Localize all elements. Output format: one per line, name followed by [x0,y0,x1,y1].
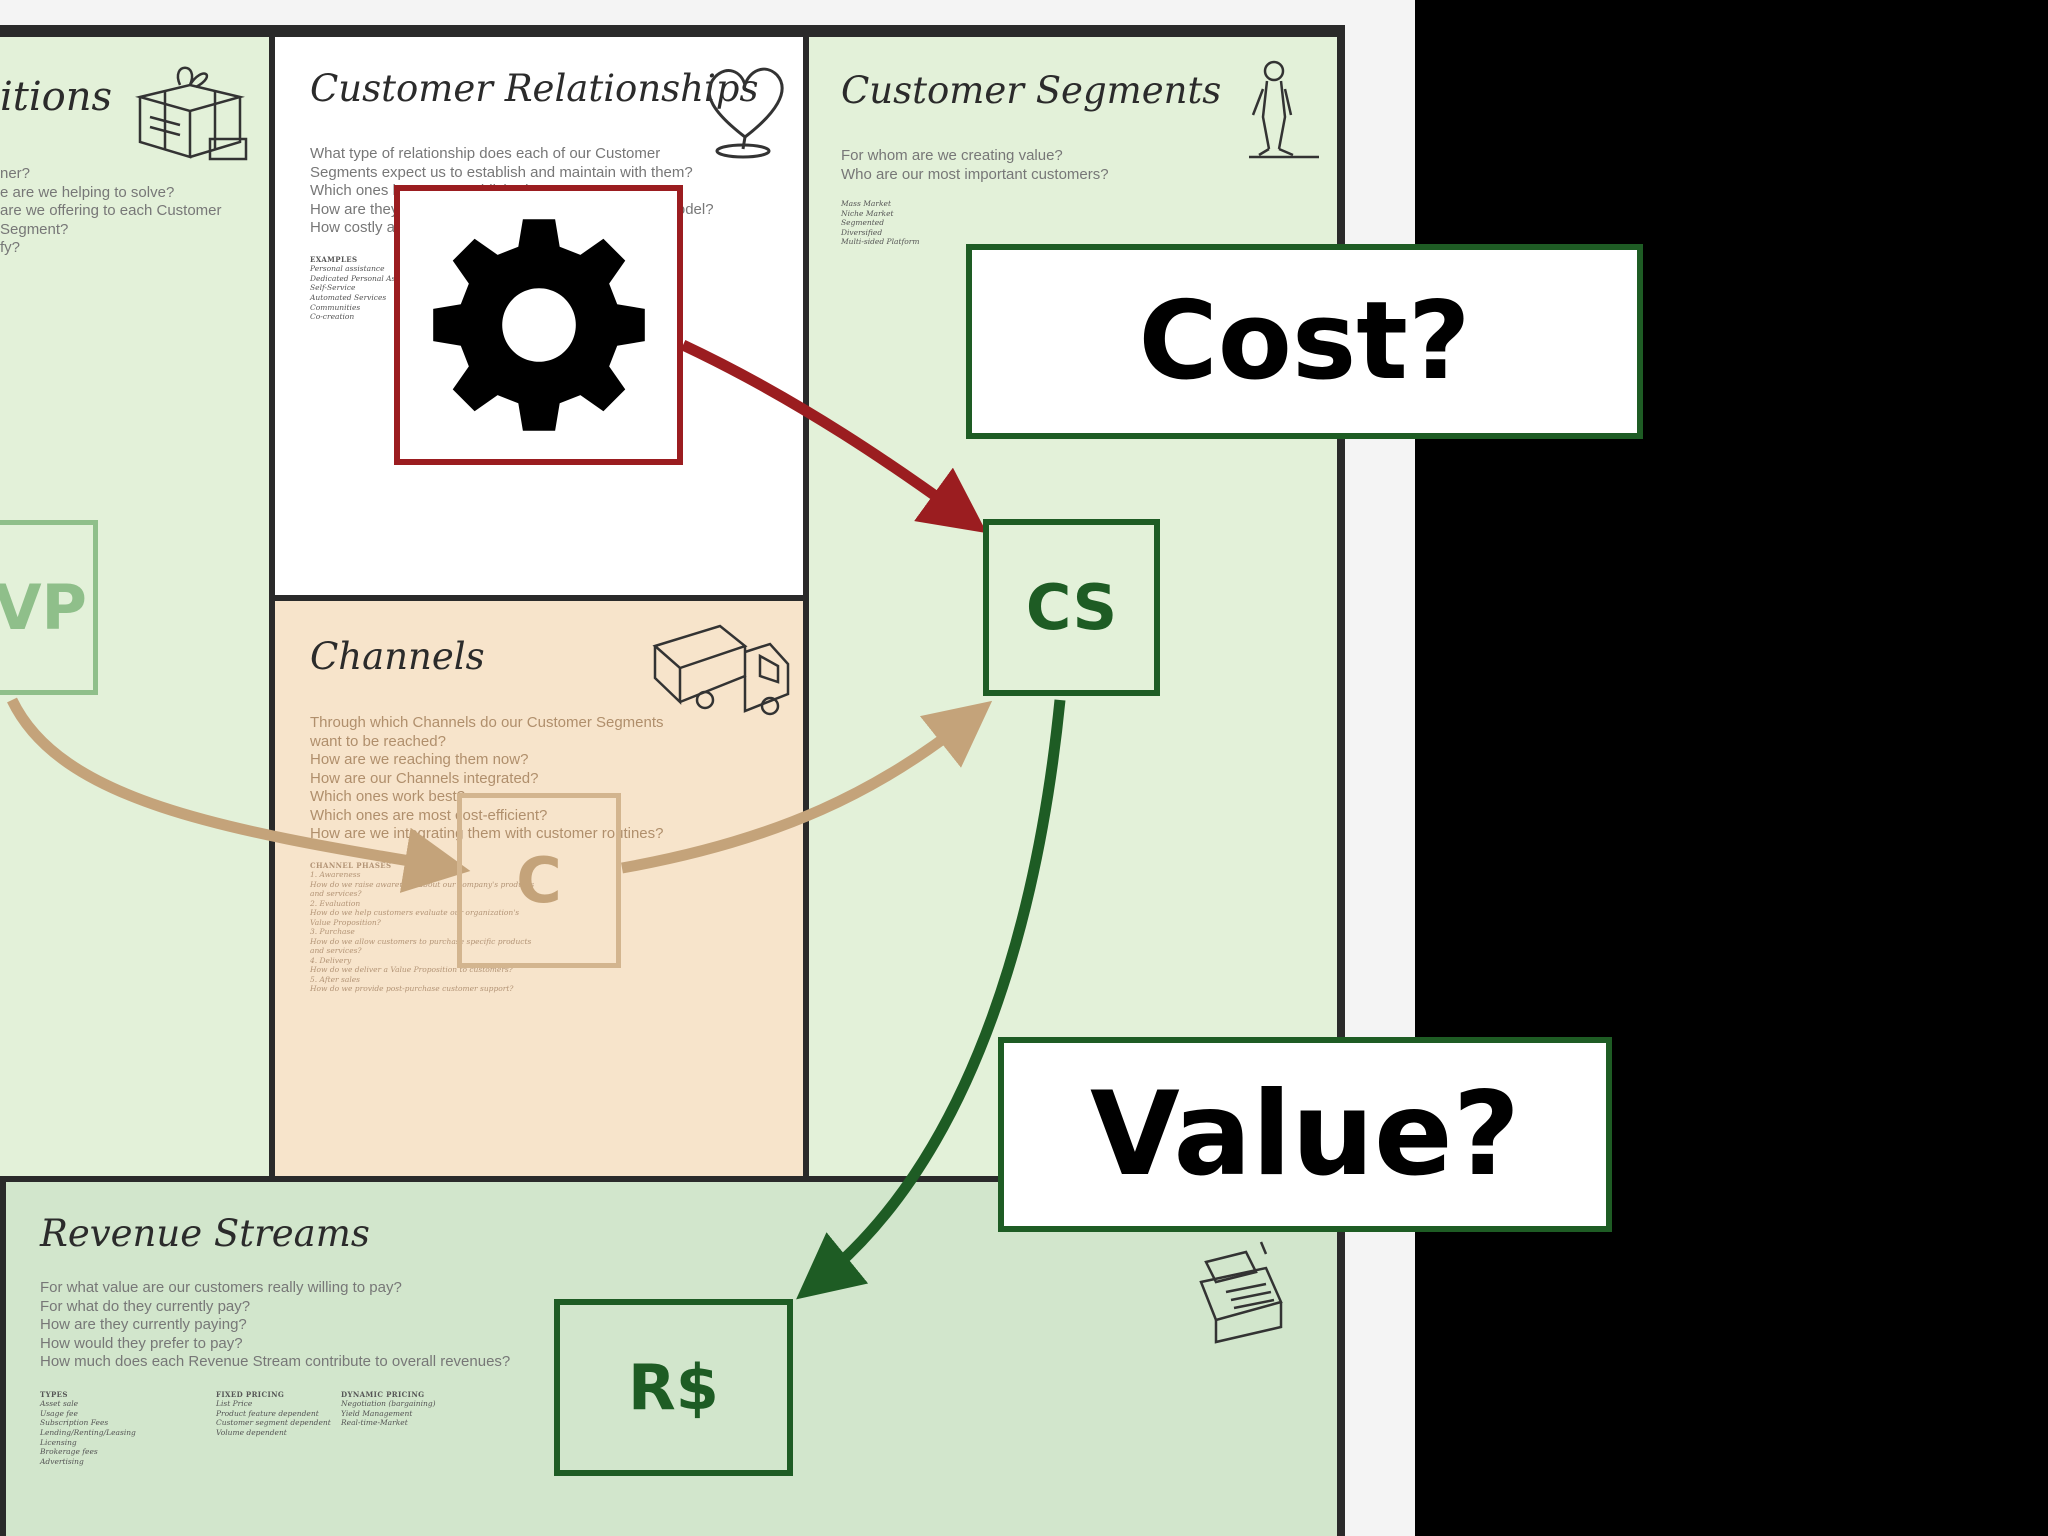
revenue-streams-dynamic-pricing: DYNAMIC PRICING Negotiation (bargaining)… [341,1380,471,1438]
cash-register-icon [1199,1241,1283,1344]
channel-phases-list: 1. Awareness How do we raise awareness a… [310,870,535,993]
key-activity-box [394,185,683,465]
revenue-streams-box: R$ [554,1299,793,1476]
gift-icon [135,66,248,161]
channels-box-label: C [516,844,562,917]
revenue-streams-box-label: R$ [628,1351,719,1424]
value-callout: Value? [998,1037,1612,1232]
types-heading: TYPES [40,1389,68,1399]
arrow-channels-to-segments [621,700,993,874]
arrow-vp-to-channels [7,697,471,893]
customer-segments-examples: Mass Market Niche Market Segmented Diver… [841,199,920,247]
value-propositions-questions: ner? e are we helping to solve? are we o… [0,165,222,256]
types-list: Asset sale Usage fee Subscription Fees L… [40,1399,136,1466]
revenue-streams-questions: For what value are our customers really … [40,1279,511,1370]
channels-box: C [457,793,621,968]
value-propositions-block: itions ner? e are we helping to solve? a… [0,37,269,1176]
gear-icon [432,219,645,431]
examples-heading: EXAMPLES [310,254,358,264]
channel-phases-heading: CHANNEL PHASES [310,860,392,870]
fixed-pricing-heading: FIXED PRICING [216,1389,285,1399]
revenue-streams-fixed-pricing: FIXED PRICING List Price Product feature… [216,1380,346,1447]
customer-segments-questions: For whom are we creating value? Who are … [841,147,1109,183]
arrow-segments-to-revenue [796,699,1066,1300]
value-propositions-title: itions [0,74,113,120]
value-propositions-box-label: VP [0,571,87,644]
customer-relationships-title: Customer Relationships [310,67,759,110]
customer-segments-box: CS [983,519,1160,696]
value-callout-label: Value? [1089,1067,1520,1202]
person-icon [1249,60,1319,159]
dynamic-pricing-heading: DYNAMIC PRICING [341,1389,425,1399]
cost-callout-label: Cost? [1138,279,1471,404]
revenue-streams-title: Revenue Streams [40,1212,370,1255]
heart-icon [707,67,784,159]
value-propositions-box: VP [0,520,98,695]
channels-title: Channels [310,635,485,678]
customer-segments-title: Customer Segments [841,69,1222,112]
arrow-key-activity-to-segments [680,340,987,534]
cost-callout: Cost? [966,244,1643,439]
revenue-streams-types: TYPES Asset sale Usage fee Subscription … [40,1380,190,1476]
customer-segments-box-label: CS [1025,571,1118,644]
channels-questions: Through which Channels do our Customer S… [310,714,664,842]
dynamic-pricing-list: Negotiation (bargaining) Yield Managemen… [341,1399,436,1428]
fixed-pricing-list: List Price Product feature dependent Cus… [216,1399,331,1437]
truck-icon [652,624,790,716]
channels-block: Channels Through which Channels do our C… [275,601,803,1176]
channels-phases: CHANNEL PHASES 1. Awareness How do we ra… [310,851,540,1003]
